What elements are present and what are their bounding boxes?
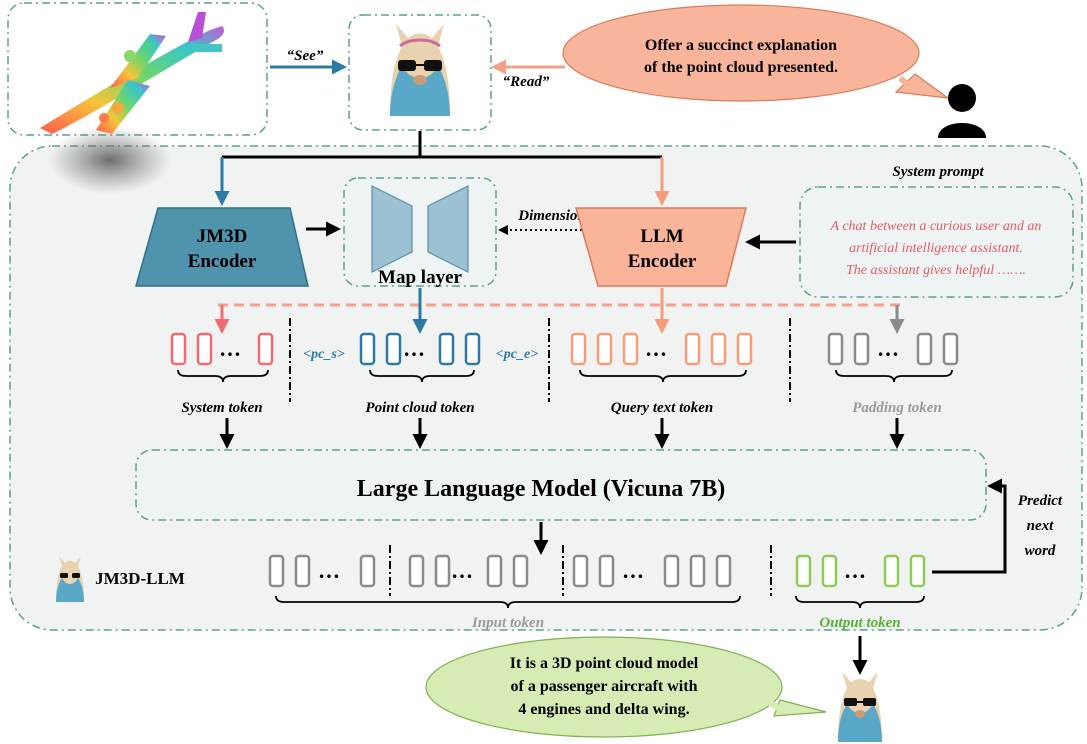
input-group-1-token-2 (294, 554, 311, 588)
pc-start-label: <pc_s> (303, 347, 345, 362)
llm-encoder-label-2: Encoder (628, 251, 697, 272)
input-group-3-token-3 (663, 554, 680, 588)
point-cloud-token-brace (369, 369, 475, 383)
jm3d-encoder-label-2: Encoder (188, 251, 257, 272)
answer-line-2: of a passenger aircraft with (511, 678, 698, 695)
output-token-label: Output token (819, 615, 900, 631)
model-name-label: JM3D-LLM (95, 569, 185, 588)
point-cloud-token-1 (359, 332, 376, 366)
system-token-2 (196, 332, 213, 366)
airplane-shadow (48, 126, 172, 194)
map-layer-label: Map layer (378, 267, 462, 288)
llm-encoder-label-1: LLM (640, 226, 683, 247)
llama-mascot-icon (390, 24, 450, 116)
input-token-label: Input token (471, 615, 544, 631)
system-prompt-line-1: A chat between a curious user and an (830, 219, 1042, 234)
input-group-1-ellipsis: … (318, 558, 340, 583)
user-query-line-2: of the point cloud presented. (644, 59, 838, 76)
input-group-2-token-3 (486, 554, 503, 588)
output-token-brace (795, 595, 925, 609)
query-text-token-brace (579, 369, 747, 383)
query-text-token-label: Query text token (611, 400, 714, 416)
query-text-token-4 (684, 332, 701, 366)
padding-ellipsis: … (877, 336, 899, 361)
input-group-3-token-2 (598, 554, 615, 588)
system-ellipsis: … (219, 336, 241, 361)
padding-token-4 (942, 332, 959, 366)
map-layer-left-wing (371, 185, 413, 273)
system-prompt-title: System prompt (892, 164, 984, 180)
pc-end-label: <pc_e> (496, 347, 538, 362)
input-group-2-token-4 (512, 554, 529, 588)
point-cloud-token-label: Point cloud token (365, 400, 474, 416)
llama-mascot-small-icon (56, 556, 84, 602)
query-text-ellipsis: … (645, 336, 667, 361)
llm-label: Large Language Model (Vicuna 7B) (357, 476, 725, 502)
point-cloud-token-2 (385, 332, 402, 366)
point-cloud-token-3 (438, 332, 455, 366)
user-query-line-1: Offer a succinct explanation (645, 37, 837, 54)
predict-label-1: Predict (1018, 493, 1063, 509)
point-cloud-token-4 (464, 332, 481, 366)
padding-token-1 (827, 332, 844, 366)
output-token-3 (883, 554, 900, 588)
point-cloud-ellipsis: … (403, 336, 425, 361)
jm3d-encoder (135, 207, 309, 287)
system-token-3 (257, 332, 274, 366)
input-group-2-ellipsis: … (451, 558, 473, 583)
output-token-2 (821, 554, 838, 588)
see-label: “See” (287, 48, 324, 64)
system-prompt-line-2: artificial intelligence assistant. (849, 241, 1023, 256)
padding-token-brace (835, 369, 953, 383)
input-group-1-token-3 (359, 554, 376, 588)
query-text-token-6 (736, 332, 753, 366)
output-ellipsis: … (844, 558, 866, 583)
llm-encoder (575, 207, 747, 287)
padding-token-2 (853, 332, 870, 366)
user-icon (938, 84, 986, 138)
input-group-3-token-5 (715, 554, 732, 588)
query-text-token-3 (622, 332, 639, 366)
answer-bubble (425, 636, 827, 738)
padding-token-3 (916, 332, 933, 366)
query-text-token-5 (710, 332, 727, 366)
predict-feedback-arrow (932, 478, 1007, 574)
map-layer-right-wing (427, 185, 469, 273)
llm-box (135, 449, 987, 521)
input-group-2-token-1 (408, 554, 425, 588)
answer-line-3: 4 engines and delta wing. (518, 701, 689, 718)
jm3d-encoder-label-1: JM3D (197, 226, 248, 247)
padding-token-label: Padding token (852, 400, 942, 416)
query-text-token-1 (570, 332, 587, 366)
input-group-2-token-2 (434, 554, 451, 588)
system-token-label: System token (181, 400, 262, 416)
predict-label-3: word (1025, 543, 1056, 559)
input-group-3-token-1 (572, 554, 589, 588)
system-token-brace (177, 369, 269, 383)
read-label: “Read” (503, 74, 550, 90)
dimension-label: Dimension (517, 208, 586, 224)
input-group-1-token-1 (268, 554, 285, 588)
system-token-1 (170, 332, 187, 366)
answer-line-1: It is a 3D point cloud model (510, 655, 699, 672)
input-group-3-token-4 (689, 554, 706, 588)
query-text-token-2 (596, 332, 613, 366)
predict-label-2: next (1027, 518, 1055, 534)
system-prompt-box (799, 186, 1074, 298)
input-group-3-ellipsis: … (622, 558, 644, 583)
airplane-point-cloud-image (40, 12, 224, 134)
llama-mascot-bottom-icon (838, 672, 882, 742)
output-token-4 (909, 554, 926, 588)
system-prompt-line-3: The assistant gives helpful ……. (846, 263, 1026, 278)
output-token-1 (795, 554, 812, 588)
input-token-brace (275, 595, 741, 609)
user-query-bubble (562, 4, 951, 102)
